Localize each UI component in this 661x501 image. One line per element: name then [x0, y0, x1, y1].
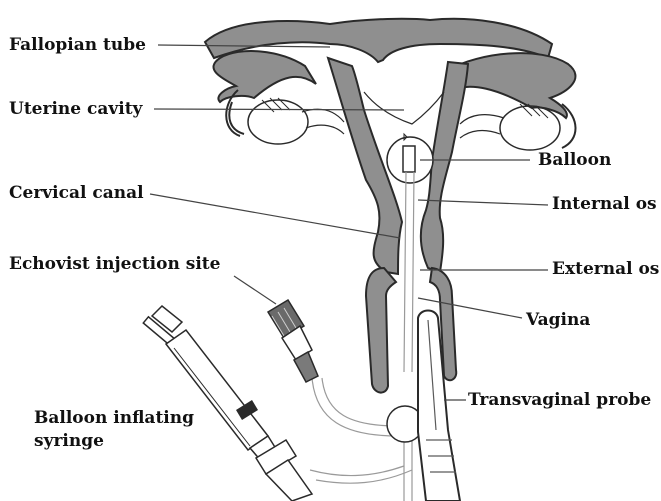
- echovist-injection-port: [268, 300, 318, 382]
- label-fallopian-tube: Fallopian tube: [9, 35, 146, 56]
- left-vaginal-wall: [366, 268, 396, 393]
- label-transvaginal-probe: Transvaginal probe: [468, 390, 651, 411]
- label-balloon-inflating-syringe-line2: syringe: [34, 431, 104, 452]
- label-balloon-inflating-syringe-line1: Balloon inflating: [34, 408, 194, 429]
- label-echovist-injection-site: Echovist injection site: [9, 254, 220, 275]
- catheter-shaft: [404, 172, 414, 372]
- label-balloon: Balloon: [538, 150, 611, 171]
- leader-echovist-injection-site: [234, 276, 276, 304]
- syringe-tube: [310, 466, 412, 483]
- leader-cervical-canal: [150, 194, 400, 238]
- left-fallopian-tube: [213, 51, 316, 102]
- label-external-os: External os: [552, 259, 659, 280]
- label-vagina: Vagina: [526, 310, 590, 331]
- label-cervical-canal: Cervical canal: [9, 183, 144, 204]
- leader-uterine-cavity: [154, 109, 404, 110]
- right-ovarian-ligament: [460, 115, 504, 138]
- balloon-catheter-tip: [403, 146, 415, 172]
- right-fallopian-tube: [448, 53, 575, 118]
- label-uterine-cavity: Uterine cavity: [9, 99, 142, 120]
- uterine-cavity-outline: [364, 92, 444, 124]
- label-internal-os: Internal os: [552, 194, 657, 215]
- right-ovary: [500, 106, 560, 150]
